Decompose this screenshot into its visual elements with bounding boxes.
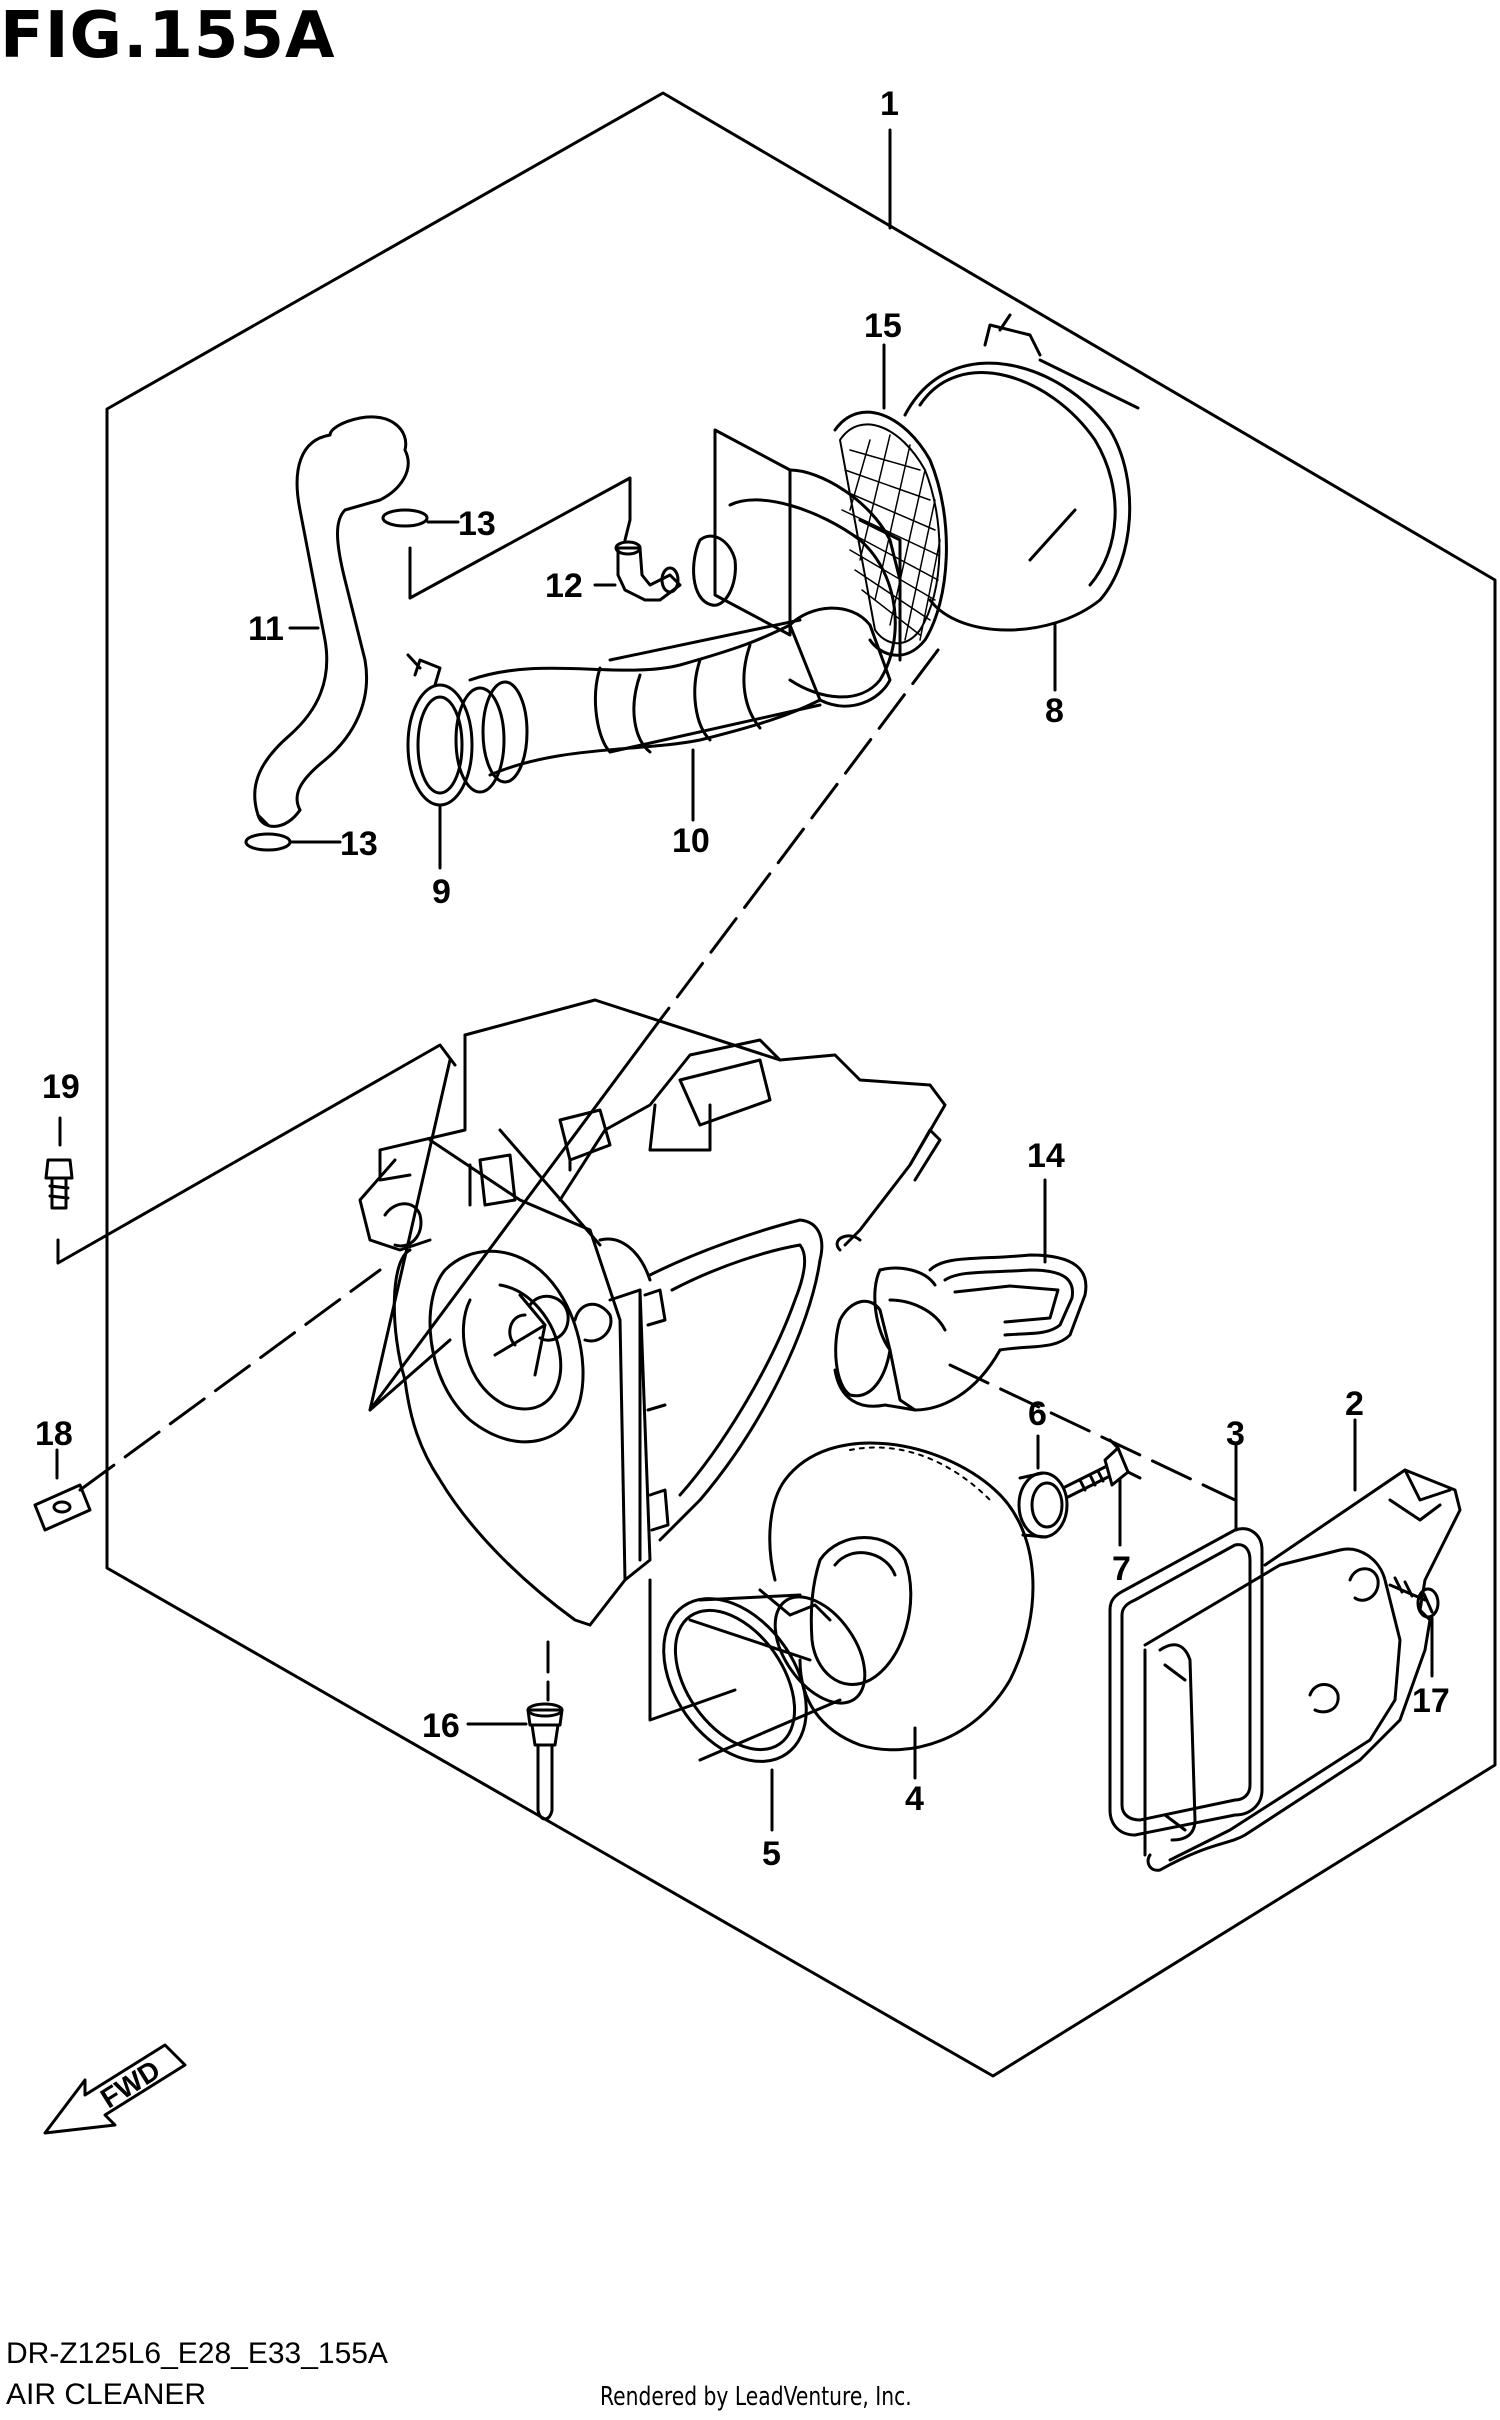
filter-element-4 — [768, 1441, 1035, 1752]
callout-13b: 13 — [340, 825, 378, 863]
outlet-tube-10 — [468, 606, 892, 777]
assembly-outline — [105, 91, 1497, 2078]
callout-2: 2 — [1345, 1385, 1364, 1423]
callout-3: 3 — [1226, 1415, 1245, 1453]
assembly-line-tube-box — [658, 648, 940, 1022]
clamp-13-upper — [381, 508, 429, 528]
seal-ring-6 — [1017, 1471, 1069, 1539]
callout-14: 14 — [1027, 1137, 1065, 1175]
bolt-19 — [44, 1158, 74, 1210]
callout-11: 11 — [248, 610, 284, 648]
callout-16: 16 — [422, 1707, 460, 1745]
clip-18 — [33, 1483, 92, 1532]
breather-fitting-12 — [614, 540, 682, 602]
callout-10: 10 — [672, 822, 710, 860]
air-cleaner-cover-2 — [1143, 1468, 1462, 1872]
fwd-label: FWD — [95, 2054, 166, 2114]
screw-17 — [1388, 1576, 1440, 1619]
callout-18: 18 — [35, 1415, 73, 1453]
filter-cage-5 — [662, 1588, 867, 1763]
assembly-line-18 — [78, 1268, 382, 1492]
drain-plug-16 — [526, 1702, 564, 1821]
fwd-arrow-icon — [43, 2043, 187, 2135]
hose-clamp-9 — [406, 653, 529, 807]
callout-19: 19 — [42, 1068, 80, 1106]
callout-5: 5 — [762, 1835, 781, 1873]
callout-6: 6 — [1028, 1395, 1047, 1433]
assembly-line-cover — [948, 1363, 1237, 1502]
callout-13a: 13 — [458, 505, 496, 543]
inlet-duct-14 — [833, 1253, 1088, 1412]
air-cleaner-case — [358, 998, 947, 1627]
wing-screw-7 — [1063, 1438, 1142, 1499]
render-credit: Rendered by LeadVenture, Inc. — [600, 2382, 912, 2412]
intake-adapter — [692, 428, 902, 699]
callout-12: 12 — [545, 567, 583, 605]
clamp-13-lower — [244, 832, 292, 852]
callout-7: 7 — [1112, 1550, 1131, 1588]
callout-15: 15 — [864, 307, 902, 345]
diagram-code: DR-Z125L6_E28_E33_155A — [6, 2337, 388, 2370]
callout-4: 4 — [905, 1780, 924, 1818]
callout-9: 9 — [432, 873, 451, 911]
mesh-screen-15 — [833, 410, 948, 657]
callout-8: 8 — [1045, 692, 1064, 730]
figure-title: FIG.155A — [0, 0, 336, 73]
diagram-name: AIR CLEANER — [6, 2378, 207, 2411]
band-clamp-8 — [903, 313, 1140, 632]
callout-1: 1 — [880, 85, 899, 123]
hose-11 — [253, 415, 410, 827]
gasket-3 — [1108, 1527, 1264, 1837]
callout-17: 17 — [1412, 1682, 1450, 1720]
